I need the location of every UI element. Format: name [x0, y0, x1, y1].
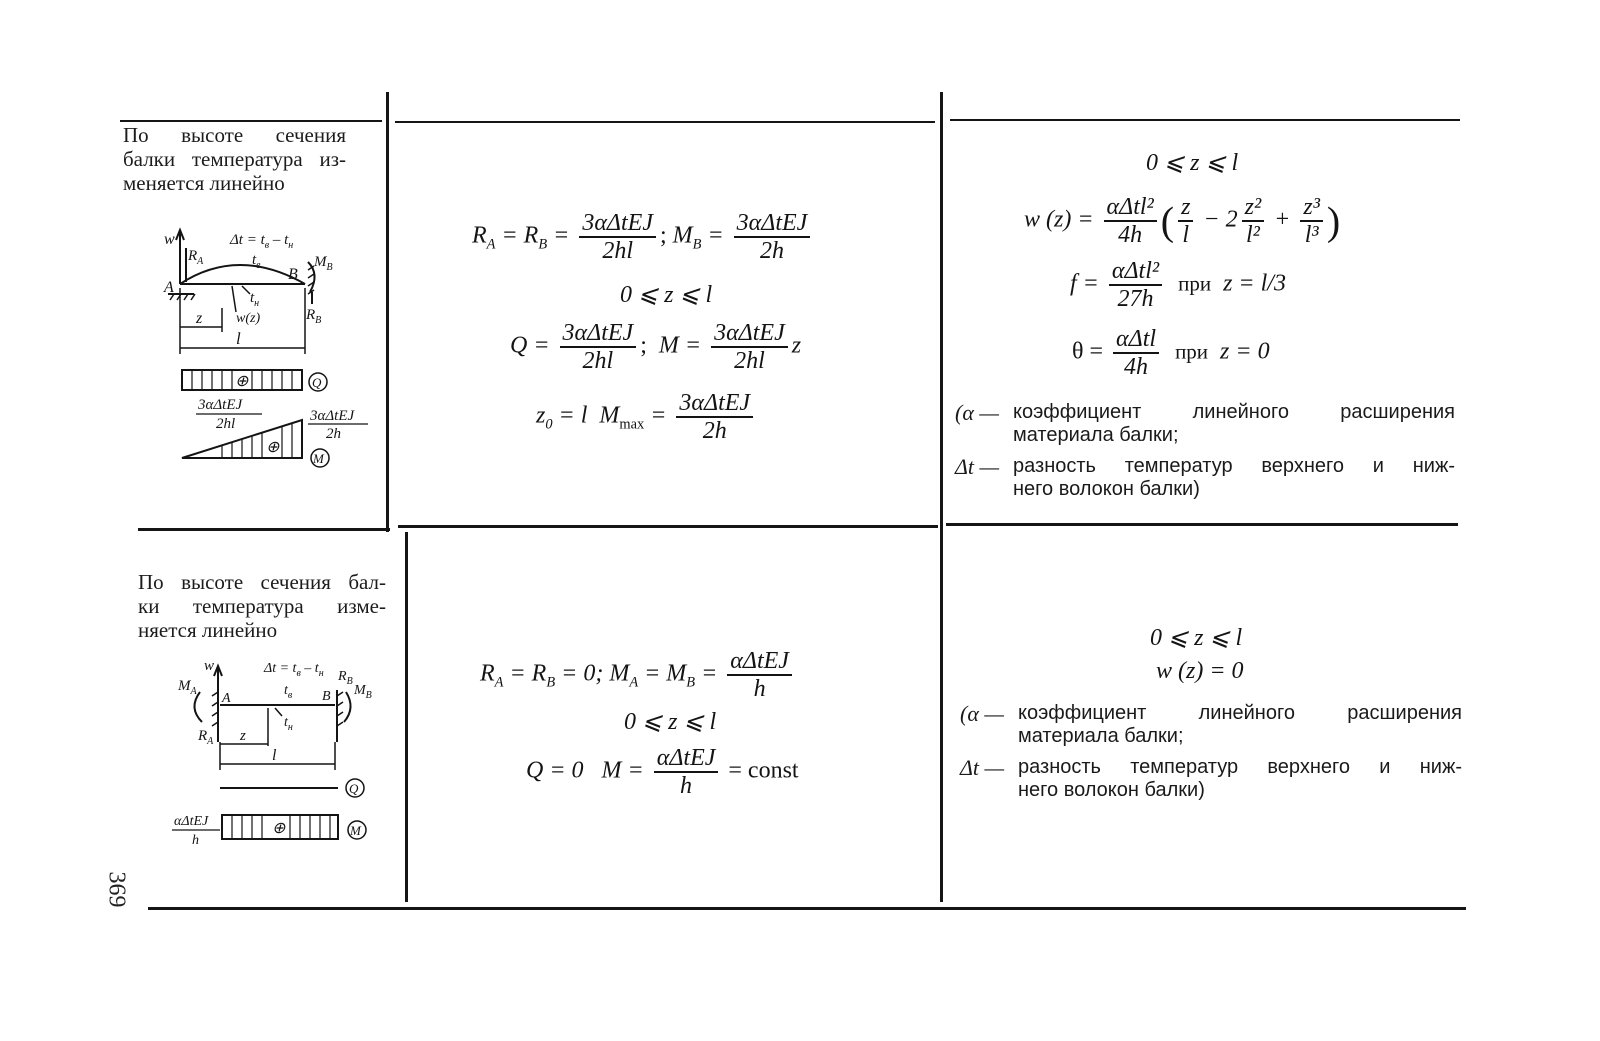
result-range-row2: 0 ⩽ z ⩽ l — [1150, 625, 1243, 651]
svg-text:MA: MA — [177, 678, 198, 697]
m-value-numerator: αΔtEJ — [174, 814, 209, 829]
point-a-label: A — [221, 691, 231, 706]
q-value-numerator: 3αΔtEJ — [197, 397, 244, 413]
z-dimension-label: z — [239, 728, 246, 744]
temperature-difference-label: Δt = tв – tн — [229, 232, 293, 251]
w-arrow-head — [175, 227, 185, 241]
q-diagram-label: Q — [312, 375, 322, 390]
note-delta-t-row2: Δt — разность температур верхнего и ниж-… — [960, 755, 1462, 801]
svg-text:MB: MB — [353, 683, 372, 701]
m-value-denominator: 2h — [326, 426, 341, 442]
result-range-row1: 0 ⩽ z ⩽ l — [1146, 150, 1239, 176]
mb-moment-arc — [343, 691, 352, 723]
mb-label: M — [353, 683, 367, 698]
q-diagram-label: Q — [349, 781, 359, 796]
point-a-label: A — [163, 279, 174, 296]
row-divider-col2 — [398, 525, 938, 528]
svg-text:RA: RA — [187, 248, 204, 267]
l-dimension-label: l — [236, 329, 241, 348]
w-z-label: w(z) — [236, 311, 260, 326]
plus-sign-m: ⊕ — [266, 439, 280, 456]
svg-text:RB: RB — [305, 307, 321, 326]
mb-moment-arc — [307, 261, 316, 293]
svg-text:RB: RB — [337, 669, 353, 687]
t-lower-label: t — [284, 715, 289, 730]
support-a-hatch — [169, 293, 196, 301]
beam-diagram-row2: w MA RA A B RB MB Δt = tв – tн tв tн z l… — [172, 658, 372, 848]
m-diagram-label: M — [312, 451, 325, 466]
column-divider-2 — [940, 92, 943, 902]
point-b-label: B — [288, 266, 298, 283]
t-upper-label: t — [284, 683, 289, 698]
q-value-denominator: 2hl — [216, 416, 235, 432]
condition-text-row1: По высоте сечения балки температура из- … — [123, 123, 346, 195]
formula-range-row2: 0 ⩽ z ⩽ l — [624, 709, 717, 735]
page-number: 369 — [103, 871, 130, 908]
svg-text:tв: tв — [284, 683, 293, 701]
beam-diagram-row1: w RA A B MB RB Δt = tв – tн tв tн w(z) z… — [163, 227, 368, 468]
plus-sign-q: ⊕ — [235, 373, 249, 390]
ma-moment-arc — [193, 691, 203, 723]
w-z-pointer — [231, 285, 237, 313]
table-bottom-rule — [148, 907, 1466, 910]
ra-label: R — [197, 728, 207, 744]
t-upper-label: t — [252, 252, 257, 268]
ma-label: M — [177, 678, 192, 694]
ra-label: R — [187, 248, 197, 264]
row-top-rule-col2 — [395, 121, 935, 123]
rb-label: R — [337, 669, 347, 684]
svg-text:MB: MB — [313, 254, 333, 273]
svg-text:tн: tн — [284, 715, 293, 733]
column-divider-1 — [386, 92, 389, 532]
clamp-a-hatch — [211, 691, 219, 727]
t-lower-label: t — [250, 290, 255, 306]
plus-sign-m: ⊕ — [272, 820, 286, 837]
shear-force-diagram — [181, 369, 303, 391]
w-label: w — [204, 658, 214, 674]
row-divider-col1 — [138, 528, 390, 531]
svg-text:tн: tн — [250, 290, 259, 309]
rb-label: R — [305, 307, 315, 323]
support-b-hatch — [307, 265, 315, 295]
m-value-numerator: 3αΔtEJ — [309, 408, 356, 424]
m-diagram-label: M — [349, 823, 362, 838]
z-dimension-label: z — [195, 310, 203, 327]
mb-label: M — [313, 254, 328, 270]
row-divider-col3 — [946, 523, 1458, 526]
result-deflection-row2: w (z) = 0 — [1156, 658, 1244, 684]
m-value-denominator: h — [192, 833, 199, 848]
l-dimension-label: l — [272, 747, 277, 764]
deflection-curve — [179, 264, 306, 285]
w-label: w — [164, 231, 175, 248]
svg-text:tв: tв — [252, 252, 261, 271]
formula-range-row1: 0 ⩽ z ⩽ l — [620, 282, 713, 308]
row-top-rule-col1 — [120, 120, 382, 122]
clamp-b-hatch — [336, 691, 344, 727]
svg-text:RA: RA — [197, 728, 214, 747]
condition-text-row2: По высоте сечения бал- ки температура из… — [138, 570, 386, 642]
point-b-label: B — [322, 689, 331, 704]
row-top-rule-col3 — [950, 119, 1460, 121]
bending-moment-diagram — [221, 814, 339, 840]
note-delta-t-row1: Δt — разность температур верхнего и ниж-… — [955, 454, 1455, 500]
column-divider-1-lower — [405, 532, 408, 902]
temperature-difference-label: Δt = tв – tн — [263, 661, 324, 679]
